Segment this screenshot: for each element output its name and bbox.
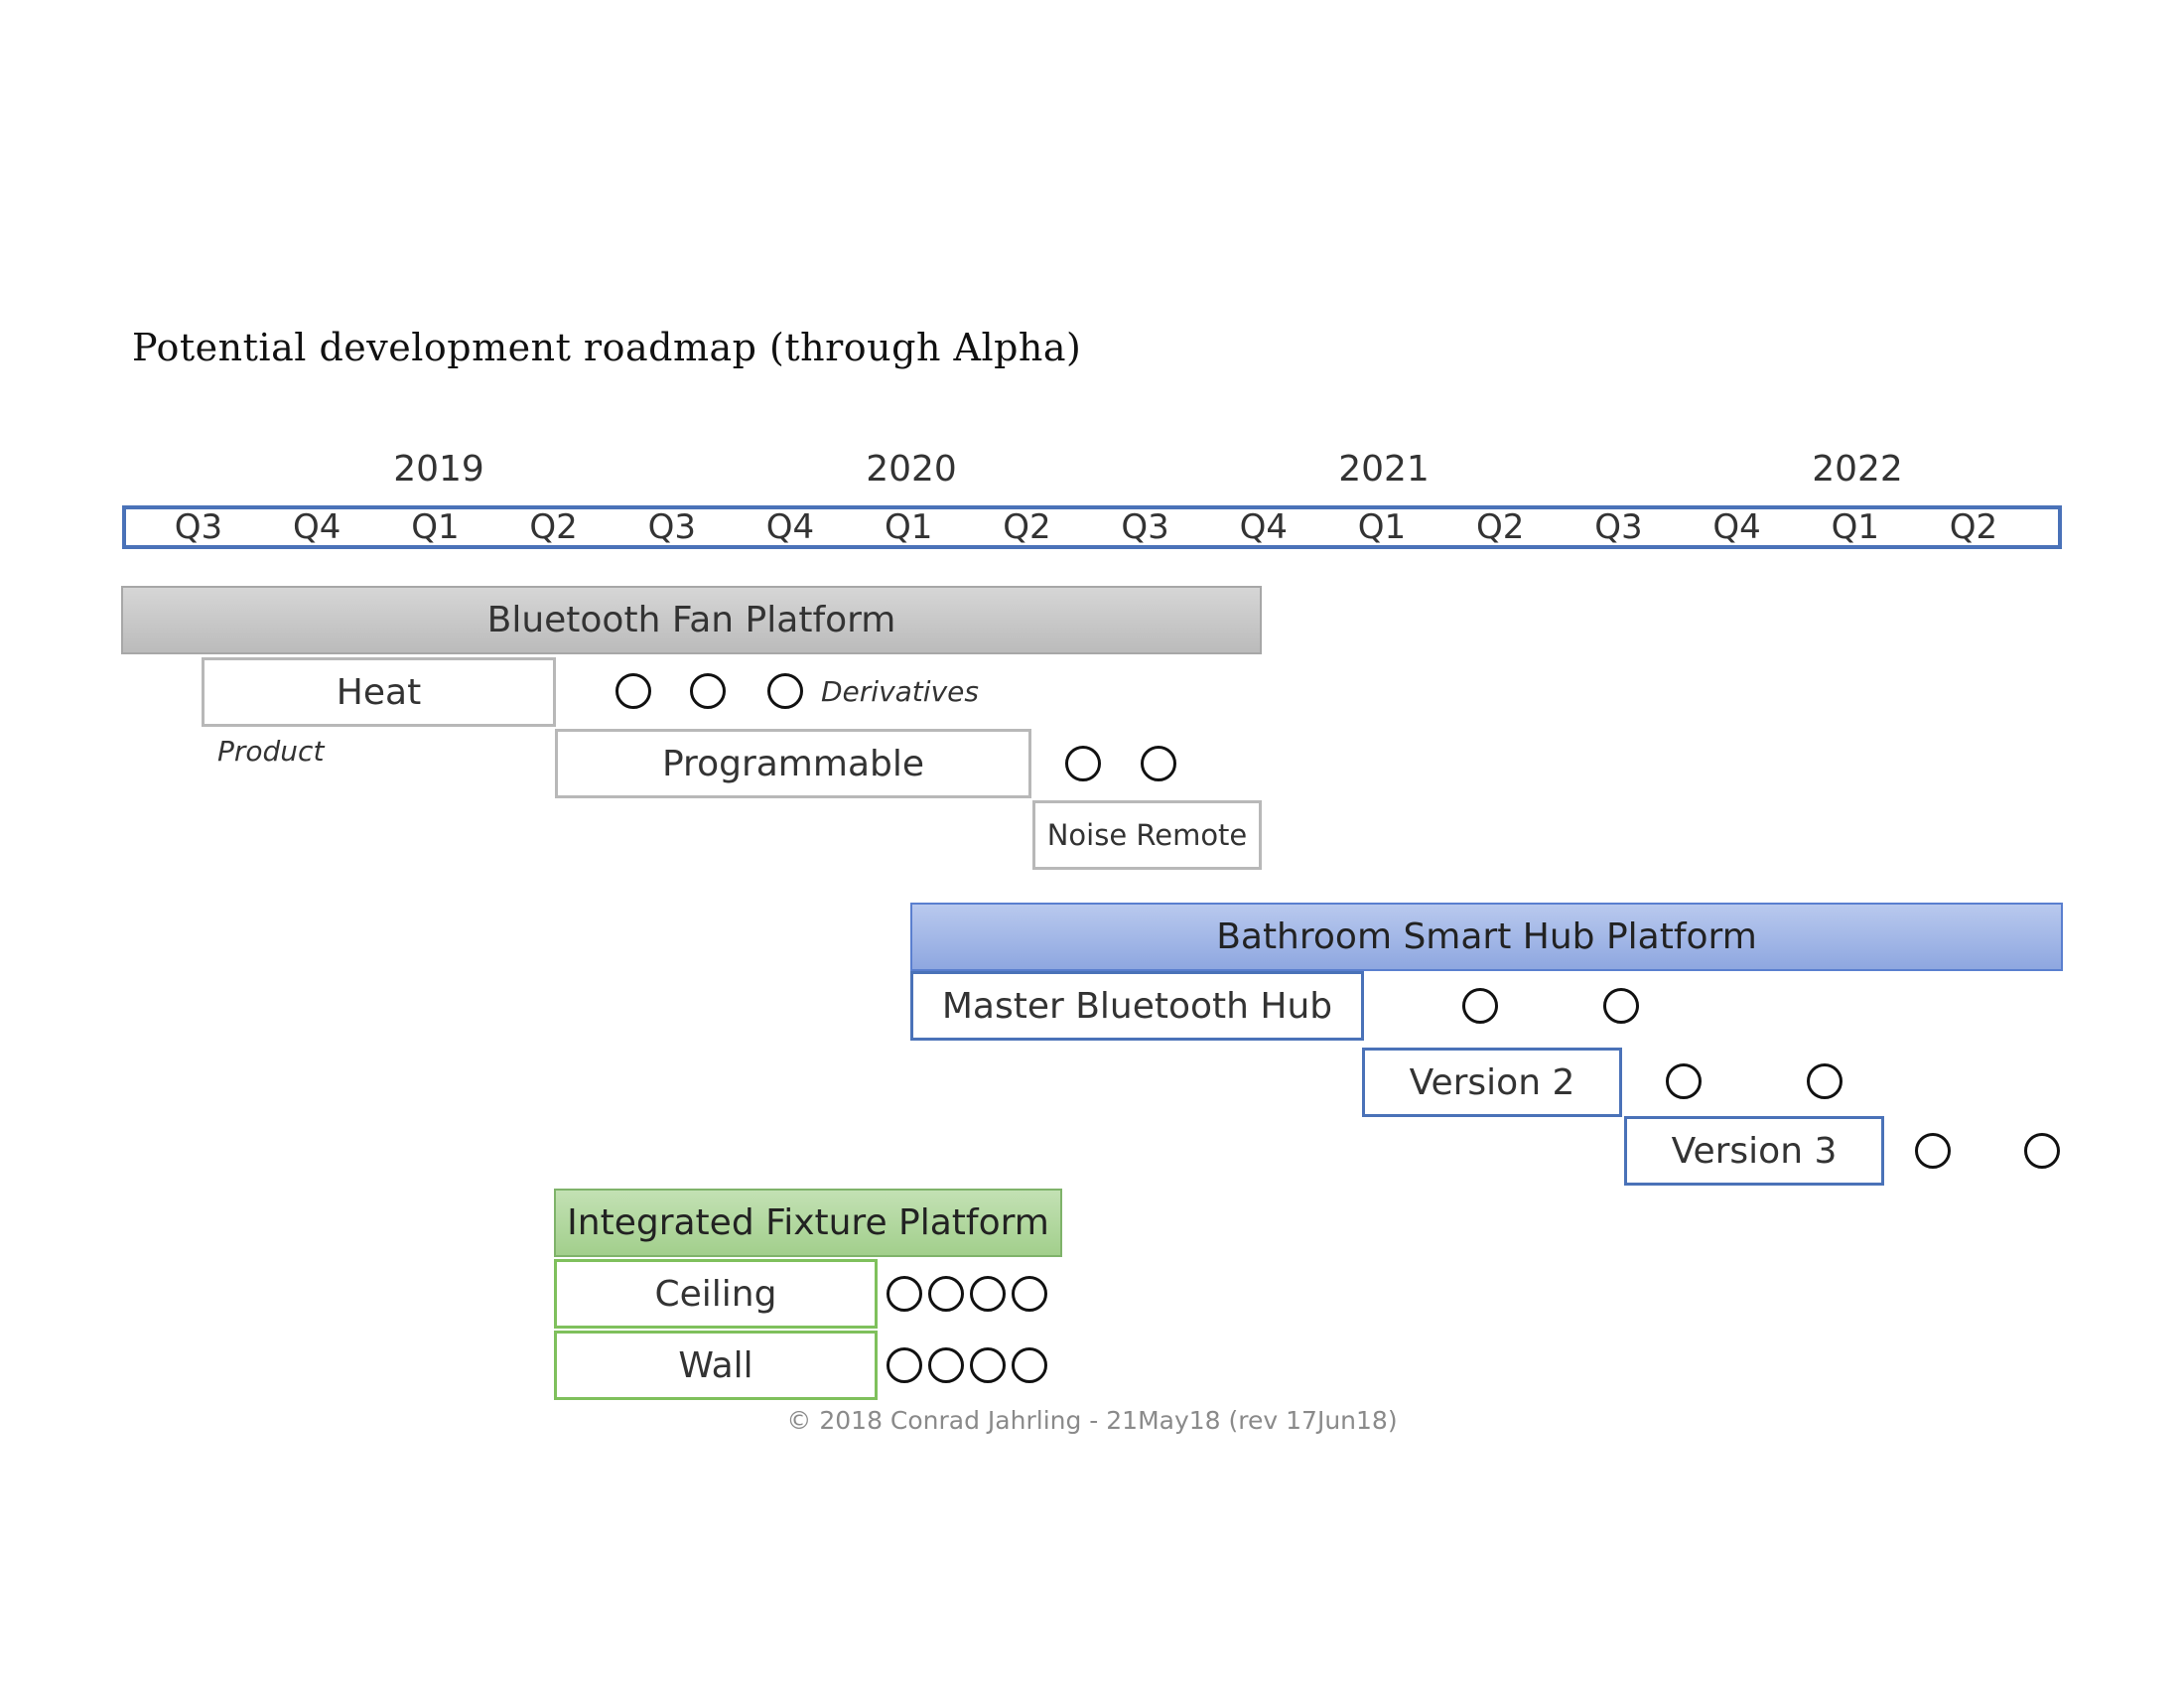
derivative-circle-icon <box>2024 1133 2060 1169</box>
derivative-circle-icon <box>690 673 726 709</box>
derivative-circle-icon <box>1807 1063 1843 1099</box>
quarter-label: Q3 <box>1121 507 1169 547</box>
noise-remote-box: Noise Remote <box>1032 800 1262 870</box>
quarter-label: Q3 <box>647 507 696 547</box>
derivative-circle-icon <box>1603 988 1639 1024</box>
copyright-footer: © 2018 Conrad Jahrling - 21May18 (rev 17… <box>786 1406 1398 1435</box>
year-label-2021: 2021 <box>1338 449 1430 490</box>
quarter-label: Q4 <box>1712 507 1761 547</box>
derivative-circle-icon <box>1915 1133 1951 1169</box>
integrated-fixture-platform-band: Integrated Fixture Platform <box>554 1189 1062 1257</box>
heat-product-box: Heat <box>202 657 556 727</box>
quarter-label: Q4 <box>292 507 341 547</box>
derivative-circle-icon <box>1462 988 1498 1024</box>
quarter-label: Q1 <box>411 507 460 547</box>
wall-box: Wall <box>554 1331 878 1400</box>
quarter-label: Q1 <box>884 507 933 547</box>
quarter-timeline <box>122 505 2062 549</box>
derivative-circle-icon <box>928 1347 964 1383</box>
bathroom-smart-hub-platform-band: Bathroom Smart Hub Platform <box>910 903 2063 971</box>
derivative-circle-icon <box>1065 746 1101 781</box>
year-label-2020: 2020 <box>866 449 957 490</box>
derivative-circle-icon <box>887 1347 922 1383</box>
quarter-label: Q2 <box>529 507 578 547</box>
derivative-circle-icon <box>970 1347 1006 1383</box>
quarter-label: Q1 <box>1357 507 1407 547</box>
quarter-label: Q1 <box>1831 507 1879 547</box>
product-note: Product <box>217 735 325 768</box>
quarter-label: Q4 <box>1239 507 1288 547</box>
master-bluetooth-hub-box: Master Bluetooth Hub <box>910 971 1364 1041</box>
derivative-circle-icon <box>1141 746 1176 781</box>
derivatives-note: Derivatives <box>821 675 979 708</box>
version-3-box: Version 3 <box>1624 1116 1884 1186</box>
quarter-label: Q2 <box>1003 507 1051 547</box>
derivative-circle-icon <box>887 1276 922 1312</box>
quarter-label: Q2 <box>1949 507 1998 547</box>
derivative-circle-icon <box>1666 1063 1702 1099</box>
quarter-label: Q3 <box>1594 507 1643 547</box>
year-label-2019: 2019 <box>393 449 484 490</box>
derivative-circle-icon <box>767 673 803 709</box>
derivative-circle-icon <box>1012 1347 1047 1383</box>
derivative-circle-icon <box>1012 1276 1047 1312</box>
ceiling-box: Ceiling <box>554 1259 878 1329</box>
derivative-circle-icon <box>928 1276 964 1312</box>
derivative-circle-icon <box>970 1276 1006 1312</box>
version-2-box: Version 2 <box>1362 1048 1622 1117</box>
programmable-box: Programmable <box>555 729 1031 798</box>
derivative-circle-icon <box>615 673 651 709</box>
page-title: Potential development roadmap (through A… <box>132 326 1082 369</box>
quarter-label: Q3 <box>174 507 223 547</box>
bluetooth-fan-platform-band: Bluetooth Fan Platform <box>121 586 1262 654</box>
quarter-label: Q4 <box>765 507 815 547</box>
year-label-2022: 2022 <box>1812 449 1903 490</box>
quarter-label: Q2 <box>1475 507 1525 547</box>
